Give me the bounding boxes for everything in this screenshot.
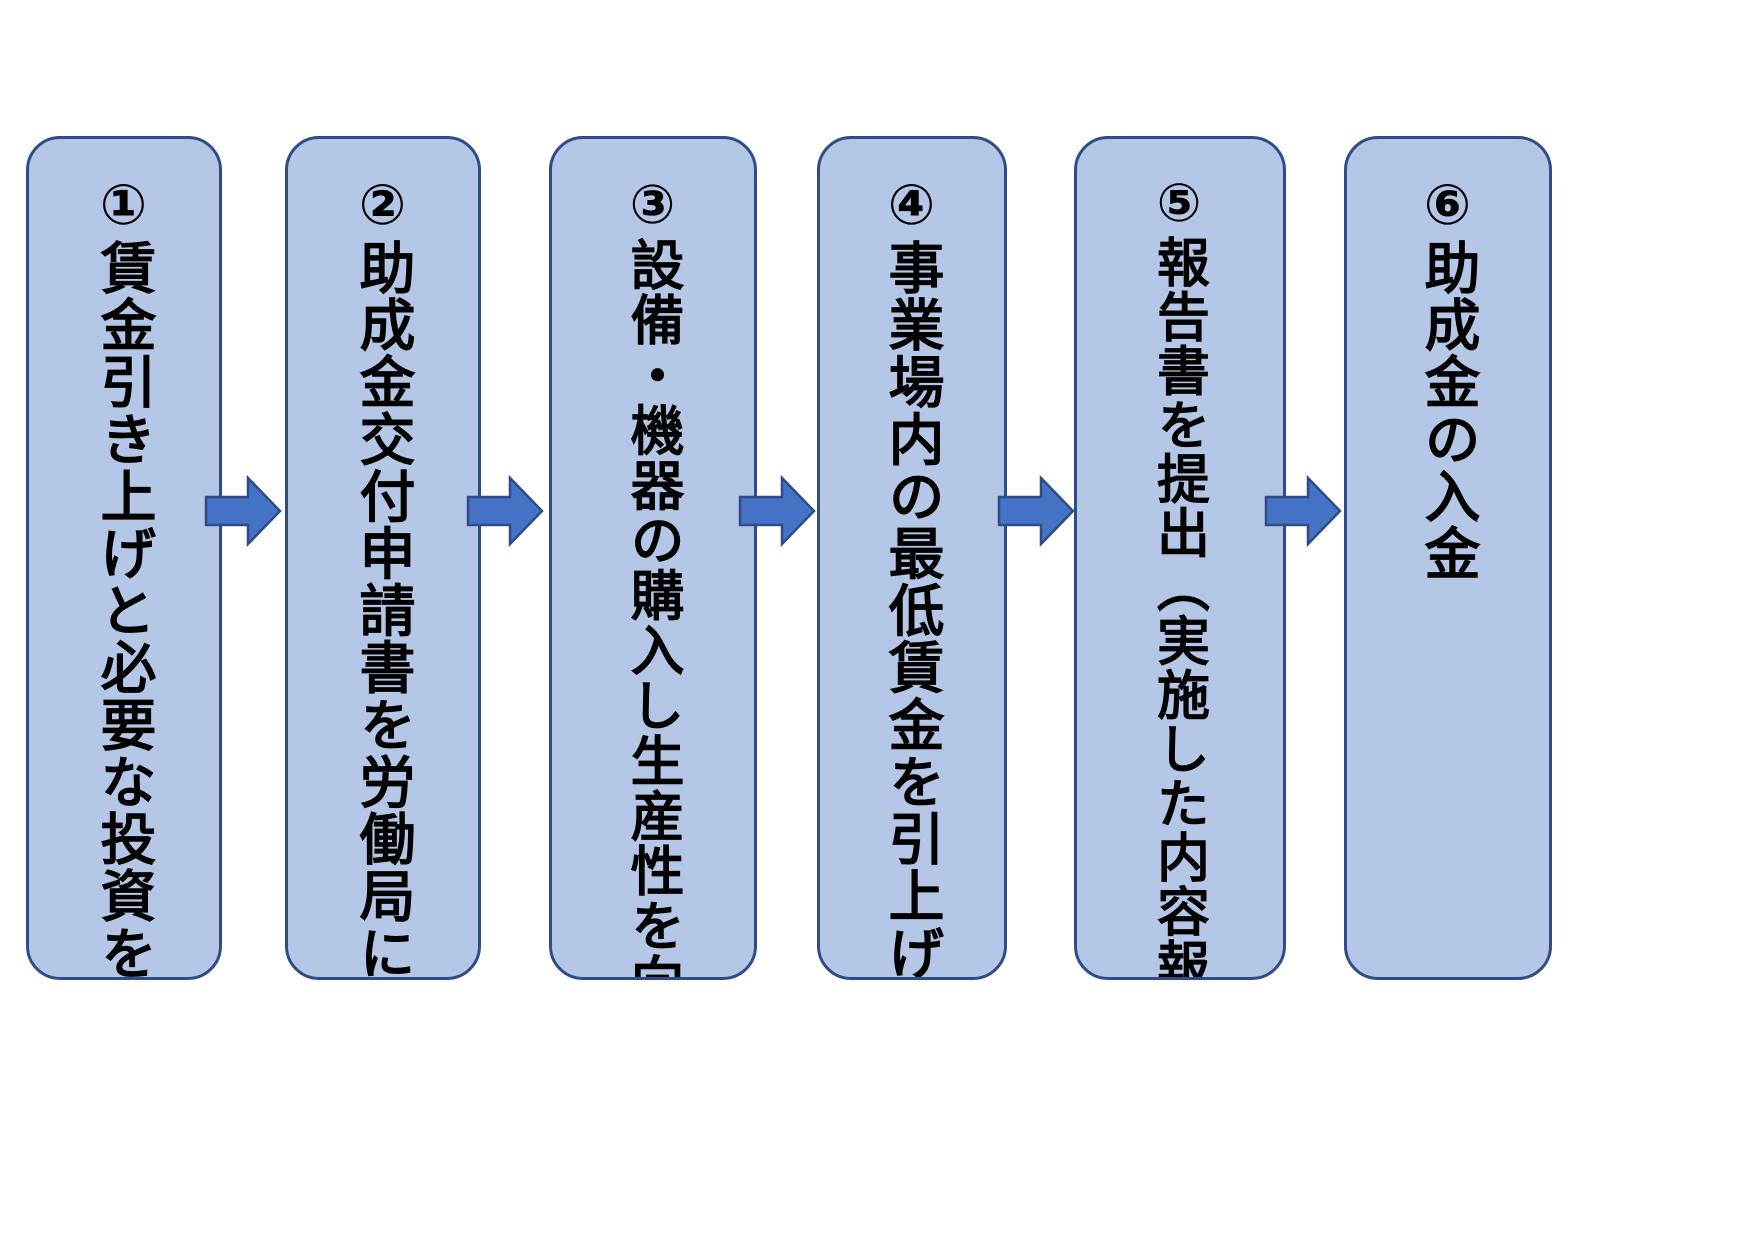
process-step-5-label: ⑤報告書を提出（実施した内容報告）: [1148, 173, 1210, 980]
process-step-6-label: ⑥助成金の入金: [1415, 173, 1480, 582]
process-step-2[interactable]: ②助成金交付申請書を労働局に提出: [285, 136, 481, 980]
right-block-arrow-icon-1: [204, 472, 282, 550]
right-block-arrow-icon-5: [1264, 472, 1342, 550]
process-step-5[interactable]: ⑤報告書を提出（実施した内容報告）: [1074, 136, 1286, 980]
process-step-1[interactable]: ①賃金引き上げと必要な投資を検討: [26, 136, 222, 980]
right-block-arrow-icon-4: [997, 472, 1075, 550]
process-step-6[interactable]: ⑥助成金の入金: [1344, 136, 1552, 980]
right-block-arrow-icon-2: [466, 472, 544, 550]
process-step-4-label: ④事業場内の最低賃金を引上げ: [879, 173, 944, 980]
process-step-2-label: ②助成金交付申請書を労働局に提出: [350, 173, 415, 980]
process-step-3-label: ③設備・機器の購入し生産性を向上: [621, 173, 684, 980]
process-step-4[interactable]: ④事業場内の最低賃金を引上げ: [817, 136, 1007, 980]
process-step-1-label: ①賃金引き上げと必要な投資を検討: [91, 173, 156, 980]
right-block-arrow-icon-3: [738, 472, 816, 550]
process-step-3[interactable]: ③設備・機器の購入し生産性を向上: [549, 136, 757, 980]
